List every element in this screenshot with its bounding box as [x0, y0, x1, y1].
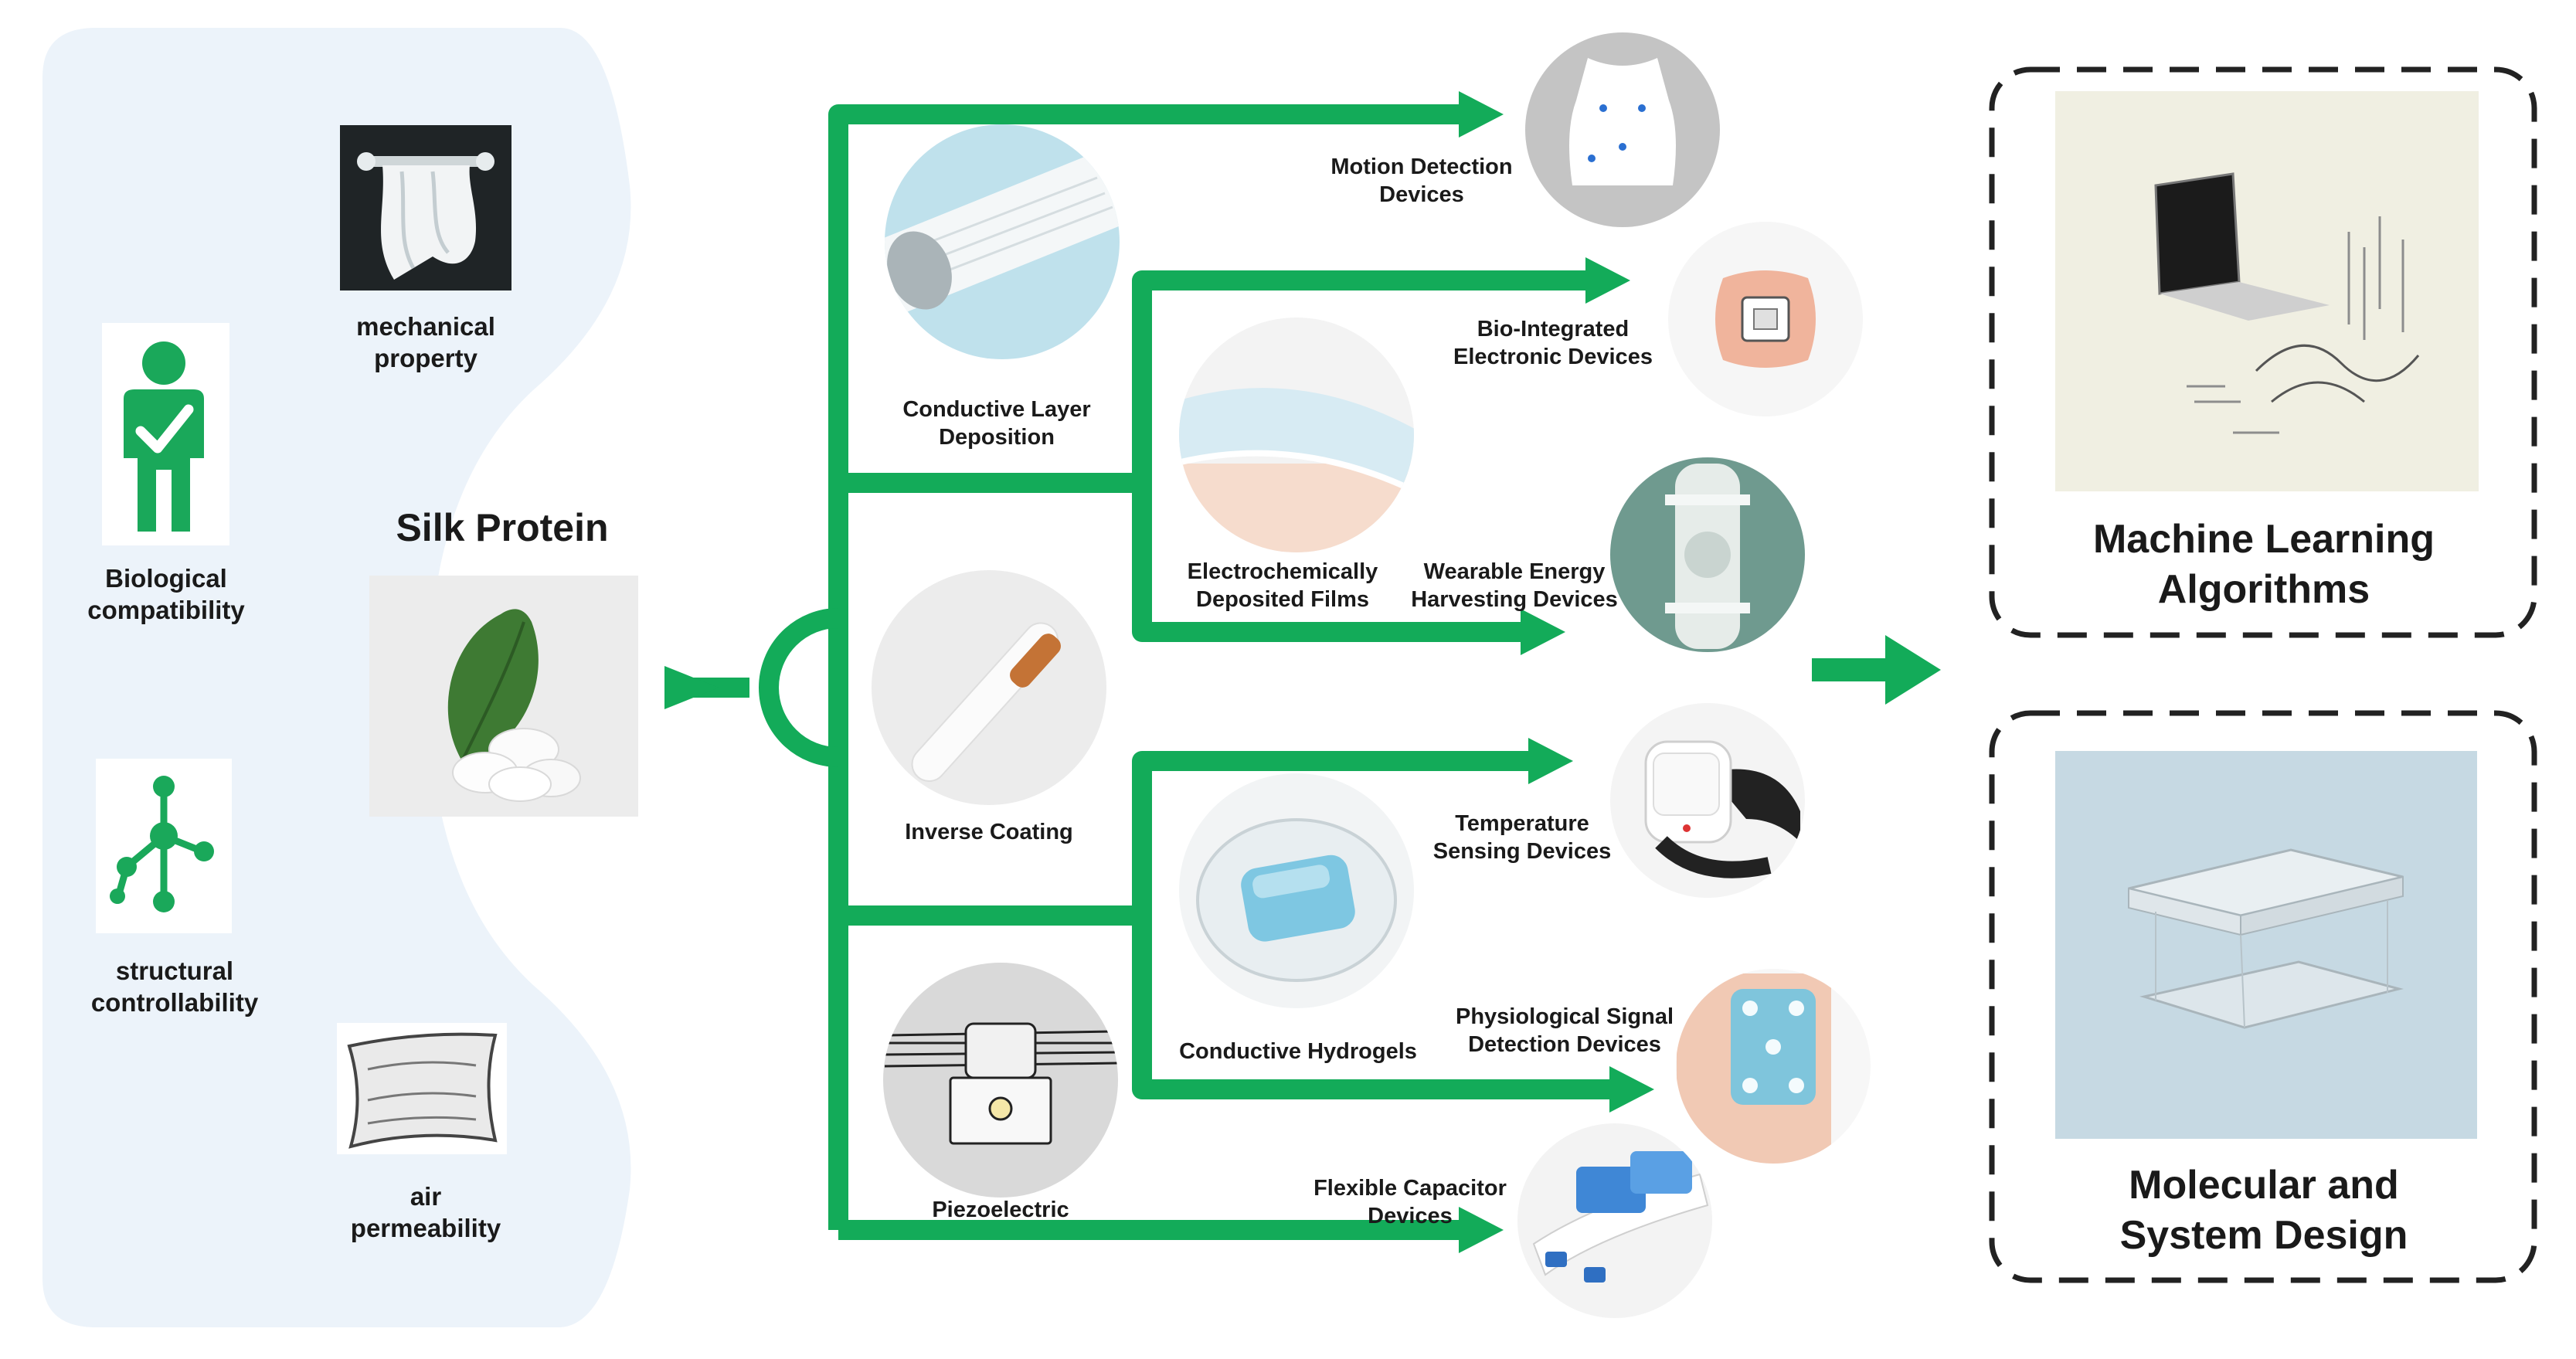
device-label-physiological: Physiological Signal Detection Devices [1437, 1003, 1692, 1059]
device-label-capacitor: Flexible Capacitor Devices [1286, 1174, 1534, 1231]
device-label-line: Wearable Energy [1423, 559, 1606, 584]
method-label-conductive-layer: Conductive Layer Deposition [873, 396, 1120, 452]
method-label-piezoelectric: Piezoelectric [881, 1196, 1120, 1224]
design-panel [1989, 710, 2537, 1283]
device-label-line: Motion Detection [1330, 155, 1513, 179]
coated-fiber-icon [885, 124, 1120, 359]
property-label-line: structural [115, 956, 234, 985]
piezo-bulb-icon [883, 963, 1118, 1198]
property-label-air: air permeability [325, 1181, 527, 1245]
hanging-cloth-icon [340, 125, 511, 290]
person-check-icon [102, 323, 229, 545]
output-title-ml: Machine Learning Algorithms [2009, 515, 2519, 615]
device-label-line: Detection Devices [1468, 1032, 1661, 1058]
smartwatch-icon [1610, 703, 1805, 898]
method-label-electrochemical: Electrochemically Deposited Films [1159, 558, 1406, 614]
device-label-line: Sensing Devices [1432, 839, 1612, 865]
device-label-line: Devices [1368, 1204, 1453, 1229]
method-label-line: Conductive Hydrogels [1179, 1039, 1417, 1064]
device-label-line: Physiological Signal [1455, 1004, 1674, 1029]
layered-structure-icon [2055, 751, 2477, 1139]
device-label-energy: Wearable Energy Harvesting Devices [1391, 558, 1638, 614]
flow-junction [759, 608, 839, 767]
device-label-temperature: Temperature Sensing Devices [1398, 810, 1646, 866]
silk-protein-title: Silk Protein [396, 506, 609, 549]
device-label-bio-integrated: Bio-Integrated Electronic Devices [1429, 315, 1677, 372]
output-title-line: Machine Learning [2092, 517, 2435, 562]
ml-panel [1989, 66, 2537, 638]
property-label-line: mechanical [356, 312, 495, 341]
device-label-line: Flexible Capacitor [1313, 1176, 1507, 1201]
device-label-line: Devices [1379, 182, 1464, 208]
device-label-line: Harvesting Devices [1411, 587, 1618, 613]
output-title-line: Algorithms [2157, 567, 2370, 612]
method-label-line: Piezoelectric [932, 1198, 1069, 1222]
big-arrow [1812, 635, 1941, 705]
method-label-line: Deposited Films [1196, 587, 1369, 613]
output-title-line: Molecular and [2129, 1163, 2399, 1208]
property-label-structural: structural controllability [59, 955, 291, 1019]
output-title-design: Molecular and System Design [2009, 1160, 2519, 1261]
method-label-line: Inverse Coating [905, 820, 1073, 844]
copper-wire-icon [872, 570, 1106, 805]
property-label-mechanical: mechanical property [325, 311, 527, 375]
output-title-line: System Design [2119, 1213, 2408, 1258]
method-label-inverse-coating: Inverse Coating [865, 818, 1113, 846]
method-label-line: Electrochemically [1187, 559, 1378, 584]
flexible-capacitor-icon [1517, 1123, 1712, 1318]
property-label-line: air [410, 1182, 442, 1211]
skin-patch-icon [1668, 222, 1863, 416]
property-label-biological: Biological compatibility [65, 562, 267, 627]
method-label-hydrogels: Conductive Hydrogels [1159, 1038, 1437, 1065]
laptop-data-icon [2055, 91, 2479, 491]
sensor-vest-icon [1525, 32, 1720, 227]
property-label-line: compatibility [87, 596, 245, 625]
layered-film-icon [1179, 318, 1414, 552]
property-label-line: Biological [105, 564, 227, 593]
device-label-line: Bio-Integrated [1477, 317, 1630, 341]
property-label-line: controllability [90, 988, 259, 1018]
hydrogel-dish-icon [1179, 773, 1414, 1008]
method-label-line: Deposition [939, 425, 1055, 450]
method-label-line: Conductive Layer [902, 397, 1091, 422]
arrow-heads [664, 91, 1654, 1253]
molecule-icon [96, 759, 232, 933]
property-label-line: property [374, 344, 477, 373]
property-label-line: permeability [350, 1214, 501, 1243]
electrode-patch-icon [1676, 969, 1871, 1164]
flow-arrows [684, 104, 1619, 1240]
device-label-line: Electronic Devices [1453, 345, 1653, 370]
knee-brace-icon [1610, 457, 1805, 652]
device-label-line: Temperature [1455, 811, 1589, 836]
leaf-cocoon-icon [369, 576, 638, 817]
device-label-motion: Motion Detection Devices [1298, 153, 1545, 209]
fabric-sheet-icon [337, 1023, 507, 1154]
